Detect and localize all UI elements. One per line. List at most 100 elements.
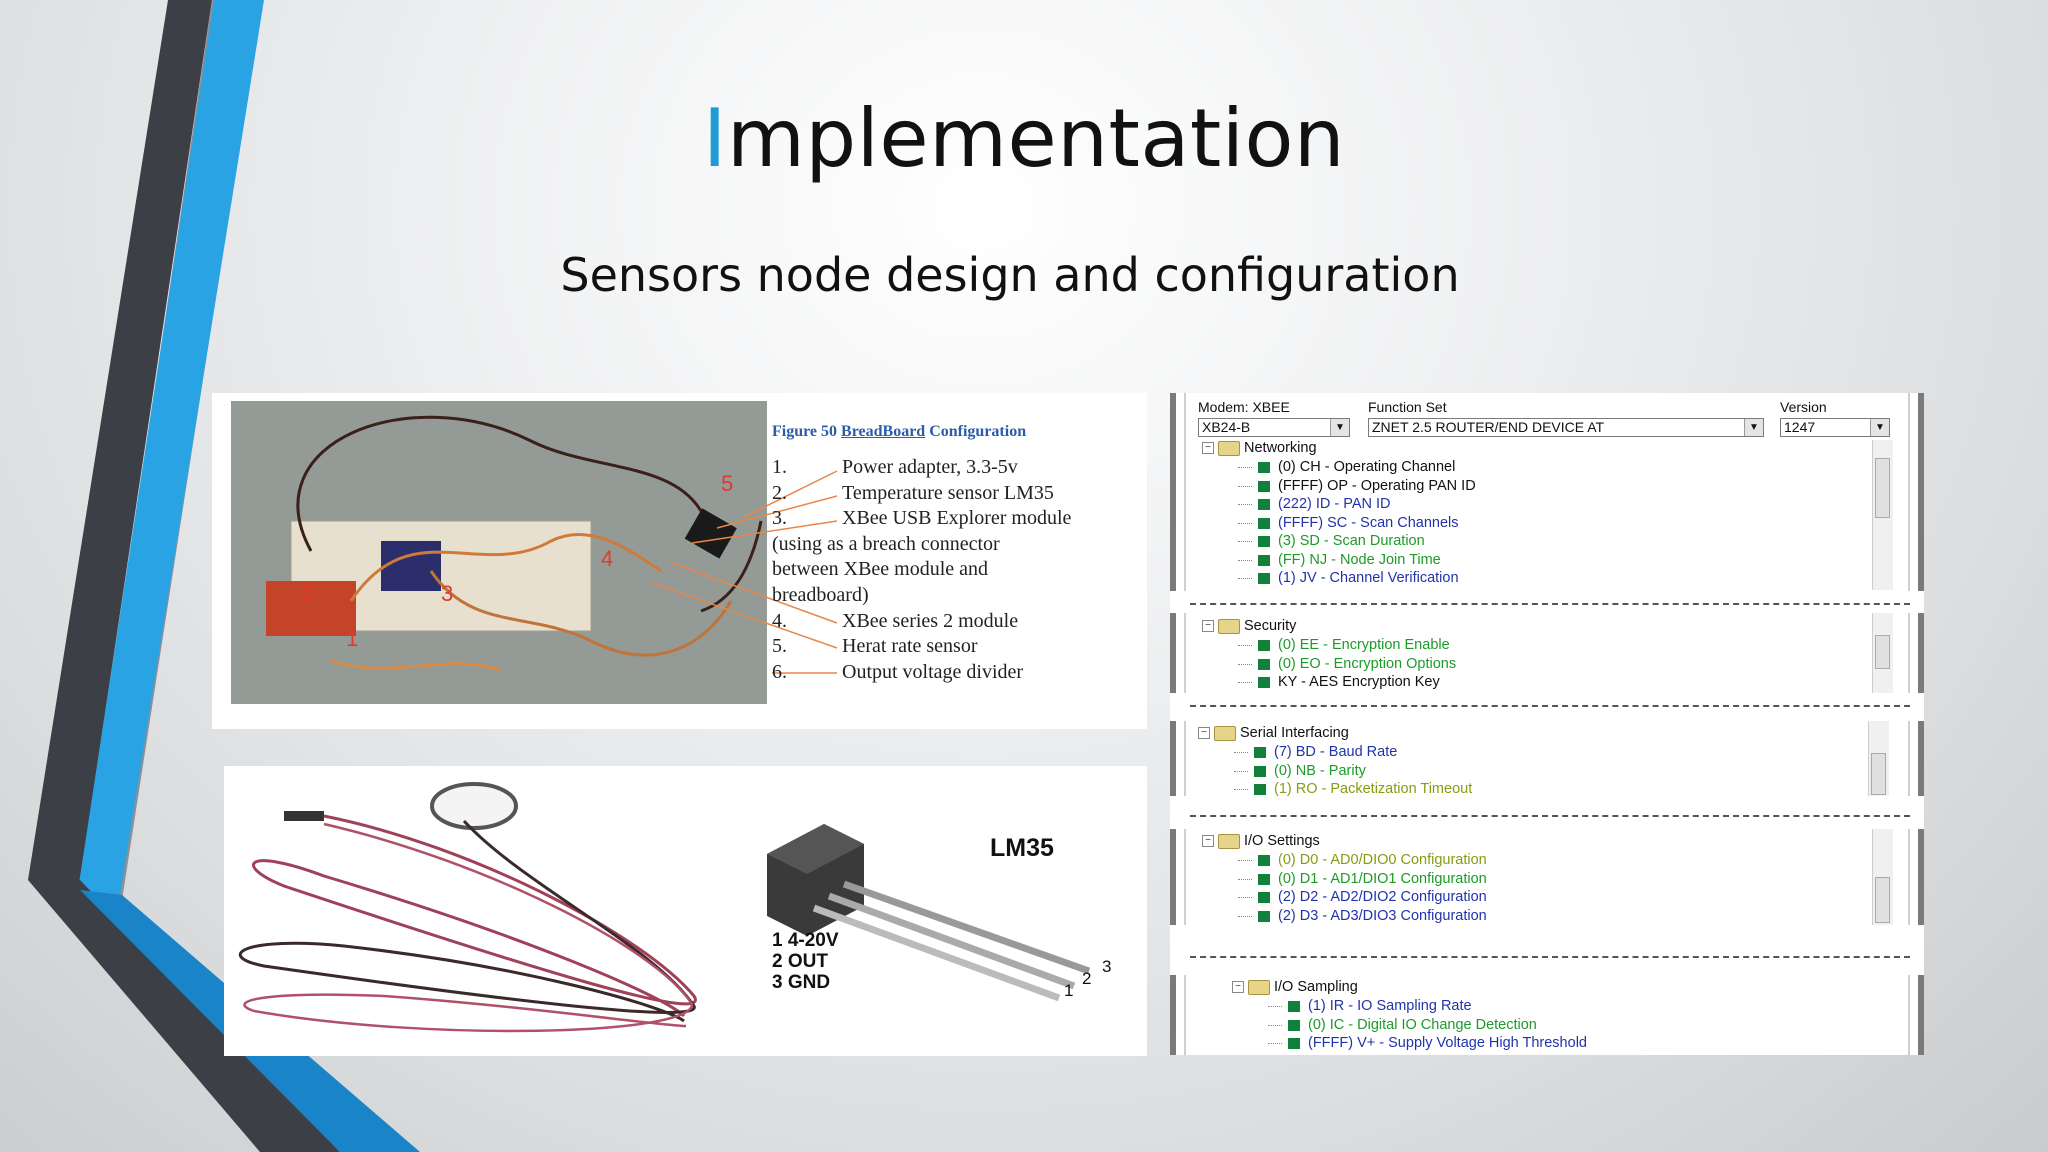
category-label: I/O Settings	[1244, 833, 1320, 849]
sensors-illustration: LM35 1 4-20V 2 OUT 3 GND 1 2 3	[239, 782, 1111, 1033]
tree-item[interactable]: (1) RO - Packetization Timeout	[1234, 780, 1472, 796]
collapse-icon[interactable]: −	[1198, 727, 1210, 739]
category-label: Networking	[1244, 440, 1317, 456]
scrollbar-thumb[interactable]	[1875, 877, 1890, 923]
function-set-select[interactable]: ZNET 2.5 ROUTER/END DEVICE AT▼	[1368, 418, 1764, 437]
photo-marker: 1	[346, 626, 358, 651]
tree-item[interactable]: (1) IR - IO Sampling Rate	[1268, 997, 1472, 1015]
parameter-icon	[1258, 498, 1270, 510]
tree-item[interactable]: (0) EO - Encryption Options	[1238, 655, 1456, 673]
parameter-icon	[1254, 765, 1266, 777]
folder-icon	[1248, 979, 1270, 995]
version-label: Version	[1780, 399, 1827, 415]
photo-marker: 4	[601, 546, 613, 571]
divider	[1190, 815, 1910, 817]
tree-scrollbar[interactable]	[1872, 613, 1893, 693]
parameter-icon	[1258, 873, 1270, 885]
tree-category-io-settings[interactable]: − I/O Settings	[1202, 833, 1320, 849]
tree-item[interactable]: (222) ID - PAN ID	[1238, 495, 1391, 513]
pinout-line: 3 GND	[772, 972, 830, 993]
parameter-icon	[1254, 783, 1266, 795]
list-item-continuation: (using as a breach connector	[772, 532, 1000, 555]
caption-suffix: Configuration	[925, 423, 1027, 440]
parameter-icon	[1258, 480, 1270, 492]
slide-title: Implementation	[0, 92, 2048, 185]
tree-item[interactable]: (0) IC - Digital IO Change Detection	[1268, 1016, 1537, 1034]
config-block-serial: −Serial Interfacing (7) BD - Baud Rate (…	[1170, 721, 1924, 796]
tree-item[interactable]: (FFFF) OP - Operating PAN ID	[1238, 477, 1476, 495]
tree-category-serial-interfacing[interactable]: −Serial Interfacing	[1198, 725, 1349, 741]
collapse-icon[interactable]: −	[1232, 981, 1244, 993]
parameter-icon	[1288, 1019, 1300, 1031]
pinout-line: 2 OUT	[772, 951, 828, 972]
tree-item[interactable]: (7) BD - Baud Rate	[1234, 743, 1397, 761]
title-text: mplementation	[726, 92, 1346, 185]
list-item: 5.Herat rate sensor	[772, 635, 978, 658]
tree-item[interactable]: (FF) NJ - Node Join Time	[1238, 551, 1441, 569]
tree-item[interactable]: (1) JV - Channel Verification	[1238, 569, 1459, 587]
pin-number: 2	[1082, 969, 1091, 988]
parameter-icon	[1288, 1037, 1300, 1049]
parameter-icon	[1254, 746, 1266, 758]
divider	[1190, 956, 1910, 958]
tree-category-io-sampling[interactable]: − I/O Sampling	[1232, 979, 1358, 995]
modem-select[interactable]: XB24-B▼	[1198, 418, 1350, 437]
folder-icon	[1218, 833, 1240, 849]
tree-scrollbar[interactable]	[1872, 829, 1893, 925]
tree-item[interactable]: (0) NB - Parity	[1234, 762, 1366, 780]
tree-item[interactable]: (FFFF) SC - Scan Channels	[1238, 514, 1459, 532]
tree-category-security[interactable]: − Security	[1202, 618, 1296, 634]
tree-item[interactable]: (2) D2 - AD2/DIO2 Configuration	[1238, 888, 1487, 906]
collapse-icon[interactable]: −	[1202, 835, 1214, 847]
parameter-icon	[1258, 461, 1270, 473]
modem-label: Modem: XBEE	[1198, 399, 1290, 415]
parameter-icon	[1288, 1000, 1300, 1012]
breadboard-illustration: 2 3 1 4 5	[231, 401, 767, 704]
collapse-icon[interactable]: −	[1202, 620, 1214, 632]
tree-item[interactable]: KY - AES Encryption Key	[1238, 673, 1440, 691]
scrollbar-thumb[interactable]	[1875, 458, 1890, 518]
tree-category-networking[interactable]: − Networking	[1202, 440, 1317, 456]
slide-subtitle: Sensors node design and configuration	[560, 248, 1460, 302]
title-accent-letter: I	[702, 92, 727, 185]
tree-item[interactable]: (FFFF) V+ - Supply Voltage High Threshol…	[1268, 1034, 1587, 1052]
tree-scrollbar[interactable]	[1872, 440, 1893, 590]
parameter-icon	[1258, 639, 1270, 651]
version-select[interactable]: 1247 ▼	[1780, 418, 1890, 437]
version-value: 1247	[1784, 419, 1816, 435]
breadboard-figure: 2 3 1 4 5 Figure 50 BreadBoard Configura…	[212, 393, 1147, 729]
tree-item[interactable]: (0) CH - Operating Channel	[1238, 458, 1455, 476]
tree-item[interactable]: (3) SD - Scan Duration	[1238, 532, 1425, 550]
caption-underlined: BreadBoard	[841, 423, 926, 440]
parameter-icon	[1258, 891, 1270, 903]
tree-item[interactable]: (0) D1 - AD1/DIO1 Configuration	[1238, 870, 1487, 888]
sensors-figure: LM35 1 4-20V 2 OUT 3 GND 1 2 3	[224, 766, 1147, 1056]
config-block-networking: Modem: XBEE Function Set Version XB24-B▼…	[1170, 393, 1924, 591]
scrollbar-thumb[interactable]	[1875, 635, 1890, 669]
function-set-label: Function Set	[1368, 399, 1447, 415]
parameter-icon	[1258, 658, 1270, 670]
scrollbar-thumb[interactable]	[1871, 753, 1886, 795]
figure-legend-list: 1.Power adapter, 3.3-5v 2.Temperature se…	[772, 455, 1142, 685]
tree-item[interactable]: (0) D0 - AD0/DIO0 Configuration	[1238, 851, 1487, 869]
list-item-continuation: between XBee module and	[772, 558, 989, 581]
collapse-icon[interactable]: −	[1202, 442, 1214, 454]
category-label: I/O Sampling	[1274, 979, 1358, 995]
photo-marker: 3	[441, 581, 453, 606]
parameter-icon	[1258, 676, 1270, 688]
chevron-down-icon[interactable]: ▼	[1870, 419, 1889, 436]
tree-scrollbar[interactable]	[1868, 721, 1889, 796]
tree-item[interactable]: (0) EE - Encryption Enable	[1238, 636, 1450, 654]
config-block-io-sampling: −I/O Sampling (1) IR - IO Sampling Rate …	[1170, 975, 1924, 1055]
chevron-down-icon[interactable]: ▼	[1330, 419, 1349, 436]
list-item-continuation: breadboard)	[772, 583, 869, 606]
parameter-icon	[1258, 910, 1270, 922]
photo-marker: 2	[301, 581, 313, 606]
photo-marker: 5	[721, 471, 733, 496]
list-item: 3.XBee USB Explorer module	[772, 507, 1072, 530]
chevron-down-icon[interactable]: ▼	[1744, 419, 1763, 436]
figure-caption: Figure 50 BreadBoard Configuration	[772, 423, 1026, 441]
tree-item[interactable]: (2) D3 - AD3/DIO3 Configuration	[1238, 907, 1487, 925]
xbee-config-window: Modem: XBEE Function Set Version XB24-B▼…	[1170, 393, 1924, 1055]
category-label: Security	[1244, 618, 1297, 634]
